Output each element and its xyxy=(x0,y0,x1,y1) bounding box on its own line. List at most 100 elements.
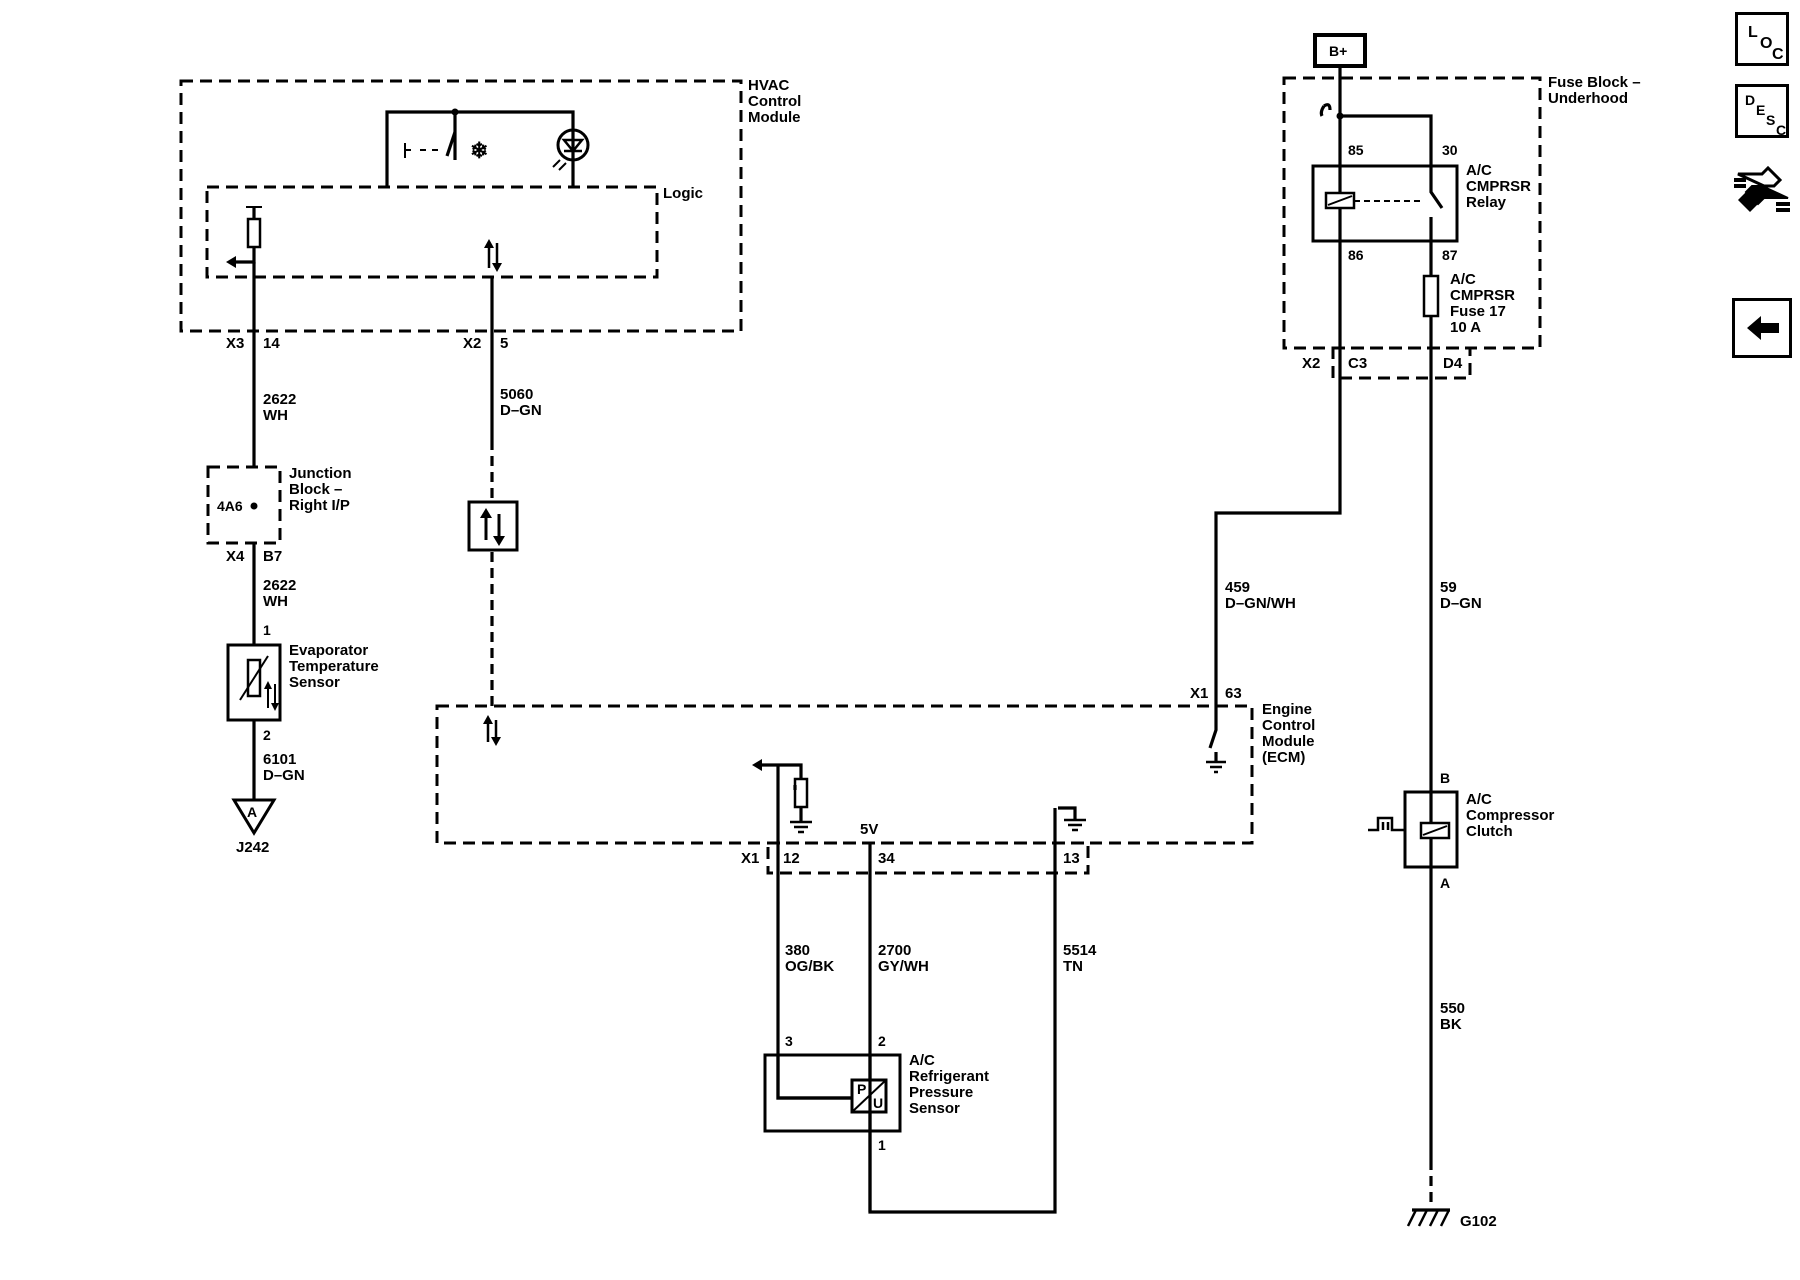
desc-letter-s: S xyxy=(1766,112,1775,128)
relay-pin87: 87 xyxy=(1442,247,1458,263)
connector-x3-pin: 14 xyxy=(263,335,280,352)
battery-label: B+ xyxy=(1329,43,1347,59)
wire-2622a-circuit: 2622 xyxy=(263,391,296,408)
hvac-control-module: HVAC Control Module Logic ❄ xyxy=(179,77,801,333)
pullup-resistor-icon xyxy=(226,206,262,268)
connector-x2-d4: D4 xyxy=(1443,355,1463,372)
pressure-sensor-label-1: A/C xyxy=(909,1052,935,1069)
evap-sensor-pin1: 1 xyxy=(263,622,271,638)
pressure-sensor-pin2: 2 xyxy=(878,1033,886,1049)
junction-block-label-2: Block – xyxy=(289,481,342,498)
evap-sensor-label-2: Temperature xyxy=(289,658,379,675)
wire-5514-color: TN xyxy=(1063,958,1083,975)
fuse-label-2: CMPRSR xyxy=(1450,287,1515,304)
connector-tool-icon xyxy=(1734,165,1790,212)
pressure-sensor-p: P xyxy=(857,1081,866,1097)
ac-compressor-fuse: A/C CMPRSR Fuse 17 10 A xyxy=(1422,241,1515,336)
fuse-block-underhood: Fuse Block – Underhood xyxy=(1282,74,1641,350)
connector-x1-ecm-top-pin: 63 xyxy=(1225,685,1242,702)
desc-letter-c: C xyxy=(1776,122,1786,138)
loc-letter-c: C xyxy=(1772,46,1784,63)
wire-550-circuit: 550 xyxy=(1440,1000,1465,1017)
loc-letter-l: L xyxy=(1748,24,1758,41)
back-button[interactable] xyxy=(1732,298,1792,358)
junction-block: 4A6 Junction Block – Right I/P xyxy=(206,465,352,545)
desc-letter-e: E xyxy=(1756,102,1765,118)
connector-x2-c3: C3 xyxy=(1348,355,1367,372)
wire-459-circuit: 459 xyxy=(1225,579,1250,596)
pressure-sensor-label-3: Pressure xyxy=(909,1084,973,1101)
connector-x2-hvac: X2 xyxy=(463,335,481,352)
hvac-label-1: HVAC xyxy=(748,77,790,94)
wire-2622b-color: WH xyxy=(263,593,288,610)
clutch-label-3: Clutch xyxy=(1466,823,1513,840)
evap-sensor-pin2: 2 xyxy=(263,727,271,743)
connector-x4-pin: B7 xyxy=(263,548,282,565)
ecm-label-3: Module xyxy=(1262,733,1315,750)
connector-x4: X4 xyxy=(226,548,245,565)
relay-pin85: 85 xyxy=(1348,142,1364,158)
pressure-sensor-pin1: 1 xyxy=(878,1137,886,1153)
clutch-pin-a: A xyxy=(1440,875,1450,891)
fuse-label-4: 10 A xyxy=(1450,319,1481,336)
battery-source: B+ xyxy=(1313,33,1367,68)
hvac-logic-box xyxy=(205,185,659,279)
ground-a-letter: A xyxy=(247,804,257,820)
fuse-block-label-2: Underhood xyxy=(1548,90,1628,107)
ac-compressor-relay: 85 30 86 87 A/C CMPRSR Relay xyxy=(1311,142,1531,263)
ecm-5v-label: 5V xyxy=(860,821,878,838)
wire-6101-circuit: 6101 xyxy=(263,751,296,768)
junction-block-label-3: Right I/P xyxy=(289,497,350,514)
evap-sensor-label-1: Evaporator xyxy=(289,642,368,659)
connector-x1-pin13: 13 xyxy=(1063,850,1080,867)
hvac-label-3: Module xyxy=(748,109,801,126)
wire-2622a-color: WH xyxy=(263,407,288,424)
wire-5060-circuit: 5060 xyxy=(500,386,533,403)
ground-g102-symbol: G102 xyxy=(1406,1208,1497,1230)
fuse-label-3: Fuse 17 xyxy=(1450,303,1506,320)
wire-380-color: OG/BK xyxy=(785,958,834,975)
fuse-label-1: A/C xyxy=(1450,271,1476,288)
wire-2622b-circuit: 2622 xyxy=(263,577,296,594)
connector-x1-ecm-top: X1 xyxy=(1190,685,1208,702)
desc-icon: D E S C xyxy=(1745,92,1786,138)
wire-2700-color: GY/WH xyxy=(878,958,929,975)
wire-2700-circuit: 2700 xyxy=(878,942,911,959)
snowflake-icon: ❄ xyxy=(470,138,488,163)
clutch-label-1: A/C xyxy=(1466,791,1492,808)
ecm-label-4: (ECM) xyxy=(1262,749,1305,766)
hvac-label-2: Control xyxy=(748,93,801,110)
relay-label-1: A/C xyxy=(1466,162,1492,179)
ecm-label-1: Engine xyxy=(1262,701,1312,718)
connector-x1-ecm: X1 xyxy=(741,850,759,867)
junction-block-inner: 4A6 xyxy=(217,498,243,514)
pressure-sensor-label-2: Refrigerant xyxy=(909,1068,989,1085)
clutch-label-2: Compressor xyxy=(1466,807,1555,824)
ac-refrigerant-pressure-sensor: P U 3 2 1 A/C Refrigerant Pressure Senso… xyxy=(763,1033,989,1212)
location-button[interactable]: L O C xyxy=(1735,12,1789,66)
hvac-logic-label: Logic xyxy=(663,185,703,202)
pressure-sensor-label-4: Sensor xyxy=(909,1100,960,1117)
evap-sensor-label-3: Sensor xyxy=(289,674,340,691)
wire-380-circuit: 380 xyxy=(785,942,810,959)
description-button[interactable]: D E S C xyxy=(1735,84,1789,138)
wire-550-color: BK xyxy=(1440,1016,1462,1033)
connector-x2-hvac-pin: 5 xyxy=(500,335,508,352)
junction-block-label-1: Junction xyxy=(289,465,352,482)
wire-459-color: D–GN/WH xyxy=(1225,595,1296,612)
ecm-label-2: Control xyxy=(1262,717,1315,734)
indicator-lamp-icon xyxy=(552,128,590,171)
relay-pin30: 30 xyxy=(1442,142,1458,158)
connector-x1-pin12: 12 xyxy=(783,850,800,867)
relay-label-2: CMPRSR xyxy=(1466,178,1531,195)
loc-letter-o: O xyxy=(1760,35,1772,52)
connector-tool-button[interactable] xyxy=(1732,160,1794,222)
wire-5060-color: D–GN xyxy=(500,402,542,419)
snowflake-switch-icon: ❄ xyxy=(404,131,488,163)
evaporator-temperature-sensor: 1 2 Evaporator Temperature Sensor xyxy=(226,622,379,743)
back-arrow-icon xyxy=(1747,316,1779,340)
connector-x3: X3 xyxy=(226,335,244,352)
wire-2700-5514 xyxy=(868,808,1057,1214)
wire-459 xyxy=(1214,241,1342,718)
